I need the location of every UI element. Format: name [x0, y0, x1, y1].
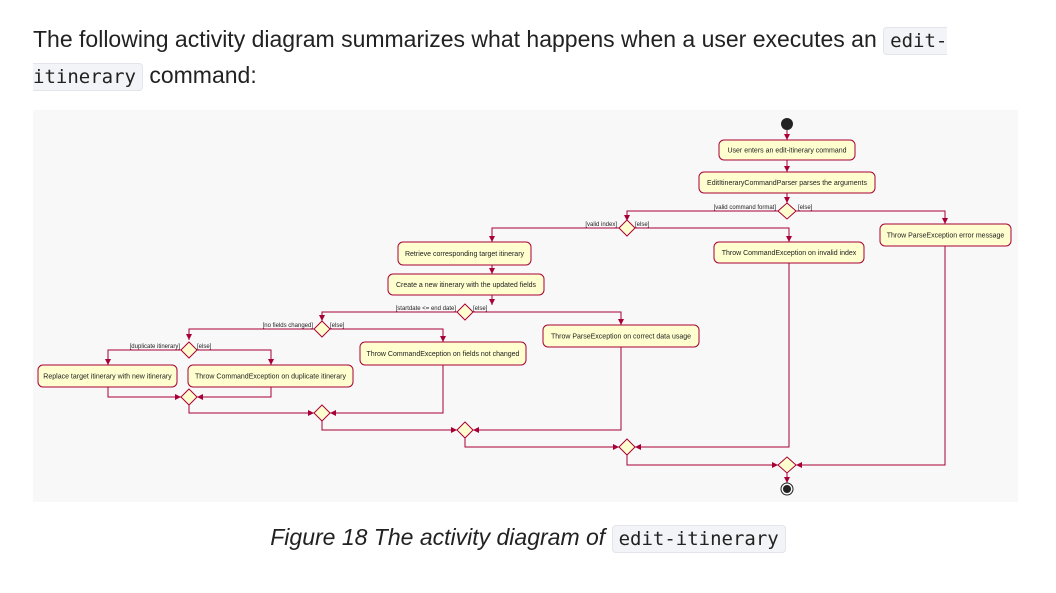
guard-labels: [valid command format] [else] [valid ind… — [130, 205, 813, 350]
activity-diagram-panel: User enters an edit-itinerary command Ed… — [33, 110, 1018, 502]
merge-duplicate — [180, 388, 198, 406]
activity-label: Throw CommandException on invalid index — [722, 250, 857, 257]
figure-caption: Figure 18 The activity diagram of edit-i… — [0, 524, 1056, 553]
activity-label: Create a new itinerary with the updated … — [396, 282, 537, 289]
end-node — [780, 482, 794, 496]
start-node — [781, 118, 793, 130]
activity-label: Throw CommandException on duplicate itin… — [195, 374, 346, 381]
activity-throw-invalid-index: Throw CommandException on invalid index — [713, 241, 865, 264]
guard-else-fields: [else] — [330, 323, 345, 329]
decision-command-format — [777, 202, 797, 220]
guard-else-date: [else] — [473, 306, 488, 312]
activity-replace-target: Replace target itinerary with new itiner… — [37, 364, 178, 388]
activity-label: Replace target itinerary with new itiner… — [43, 374, 172, 381]
decision-fields-changed — [313, 320, 331, 338]
activity-parse-arguments: EditItineraryCommandParser parses the ar… — [698, 171, 876, 194]
activity-retrieve-target: Retrieve corresponding target itinerary — [397, 241, 532, 266]
guard-else-index: [else] — [635, 222, 650, 228]
activity-enter-command: User enters an edit-itinerary command — [718, 139, 856, 161]
decision-diamonds — [180, 202, 797, 474]
guard-else-duplicate: [else] — [197, 344, 212, 350]
flow-arrowheads — [105, 134, 948, 483]
activity-label: User enters an edit-itinerary command — [727, 148, 846, 155]
caption-command-code: edit-itinerary — [611, 525, 786, 553]
merge-date — [456, 421, 474, 439]
activity-diagram: User enters an edit-itinerary command Ed… — [37, 118, 1012, 496]
guard-valid-index: [valid index] — [585, 222, 617, 228]
intro-text-end: command: — [142, 62, 257, 88]
activity-create-new-itinerary: Create a new itinerary with the updated … — [387, 273, 545, 296]
activity-throw-parse-format: Throw ParseException error message — [879, 223, 1012, 247]
merge-fields — [313, 404, 331, 422]
activity-label: Throw CommandException on fields not cha… — [367, 351, 520, 358]
decision-date-check — [456, 303, 474, 321]
guard-duplicate: [duplicate itinerary] — [130, 344, 181, 350]
merge-index — [618, 438, 636, 456]
intro-text: The following activity diagram summarize… — [33, 26, 884, 52]
merge-format — [777, 456, 797, 474]
activity-label: EditItineraryCommandParser parses the ar… — [707, 180, 867, 187]
activity-label: Retrieve corresponding target itinerary — [405, 251, 525, 258]
decision-duplicate — [180, 341, 198, 359]
decision-valid-index — [618, 219, 636, 237]
activity-throw-not-changed: Throw CommandException on fields not cha… — [359, 341, 527, 366]
intro-paragraph: The following activity diagram summarize… — [33, 22, 1023, 94]
guard-no-fields-changed: [no fields changed] — [263, 323, 314, 329]
activity-throw-parse-date: Throw ParseException on correct data usa… — [542, 324, 700, 348]
guard-date-check: [startdate <= end date] — [396, 306, 457, 312]
activity-label: Throw ParseException error message — [887, 233, 1005, 240]
guard-else-format: [else] — [798, 205, 813, 211]
activity-label: Throw ParseException on correct data usa… — [551, 334, 691, 341]
guard-valid-format: [valid command format] — [714, 205, 777, 211]
activity-throw-duplicate: Throw CommandException on duplicate itin… — [187, 364, 354, 388]
caption-text: Figure 18 The activity diagram of — [270, 524, 612, 550]
